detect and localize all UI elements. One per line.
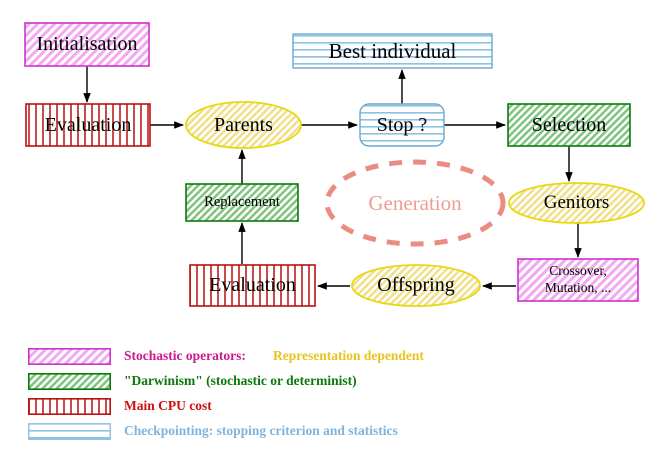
- node-shape-crossover-mutation: [517, 258, 639, 302]
- node-shape-initialisation: [24, 22, 150, 67]
- node-shape-genitors: [508, 182, 645, 224]
- node-shape-best-individual: [292, 33, 493, 69]
- node-shape-selection: [507, 103, 631, 147]
- node-shape-stop: [359, 103, 445, 147]
- node-shape-evaluation-bottom: [189, 264, 316, 307]
- legend-label-representation-dependent: Representation dependent: [273, 348, 424, 363]
- node-shape-parents: [185, 101, 302, 149]
- node-shape-offspring: [351, 264, 481, 307]
- legend-swatch-darwinism: [28, 373, 111, 390]
- legend-label-darwinism: "Darwinism" (stochastic or determinist): [124, 373, 357, 388]
- legend-label-main-cpu-cost: Main CPU cost: [124, 398, 212, 413]
- legend-label-checkpointing: Checkpointing: stopping criterion and st…: [124, 423, 398, 438]
- legend-swatch-checkpointing: [28, 423, 111, 440]
- node-shape-replacement: [185, 183, 299, 222]
- edge-group: [83, 66, 582, 290]
- legend-swatch-stochastic-operators: [28, 348, 111, 365]
- node-shape-generation: [324, 159, 506, 247]
- legend-swatch-main-cpu-cost: [28, 398, 111, 415]
- legend-label-stochastic-operators: Stochastic operators:: [124, 348, 246, 363]
- node-shape-evaluation-top: [25, 103, 151, 147]
